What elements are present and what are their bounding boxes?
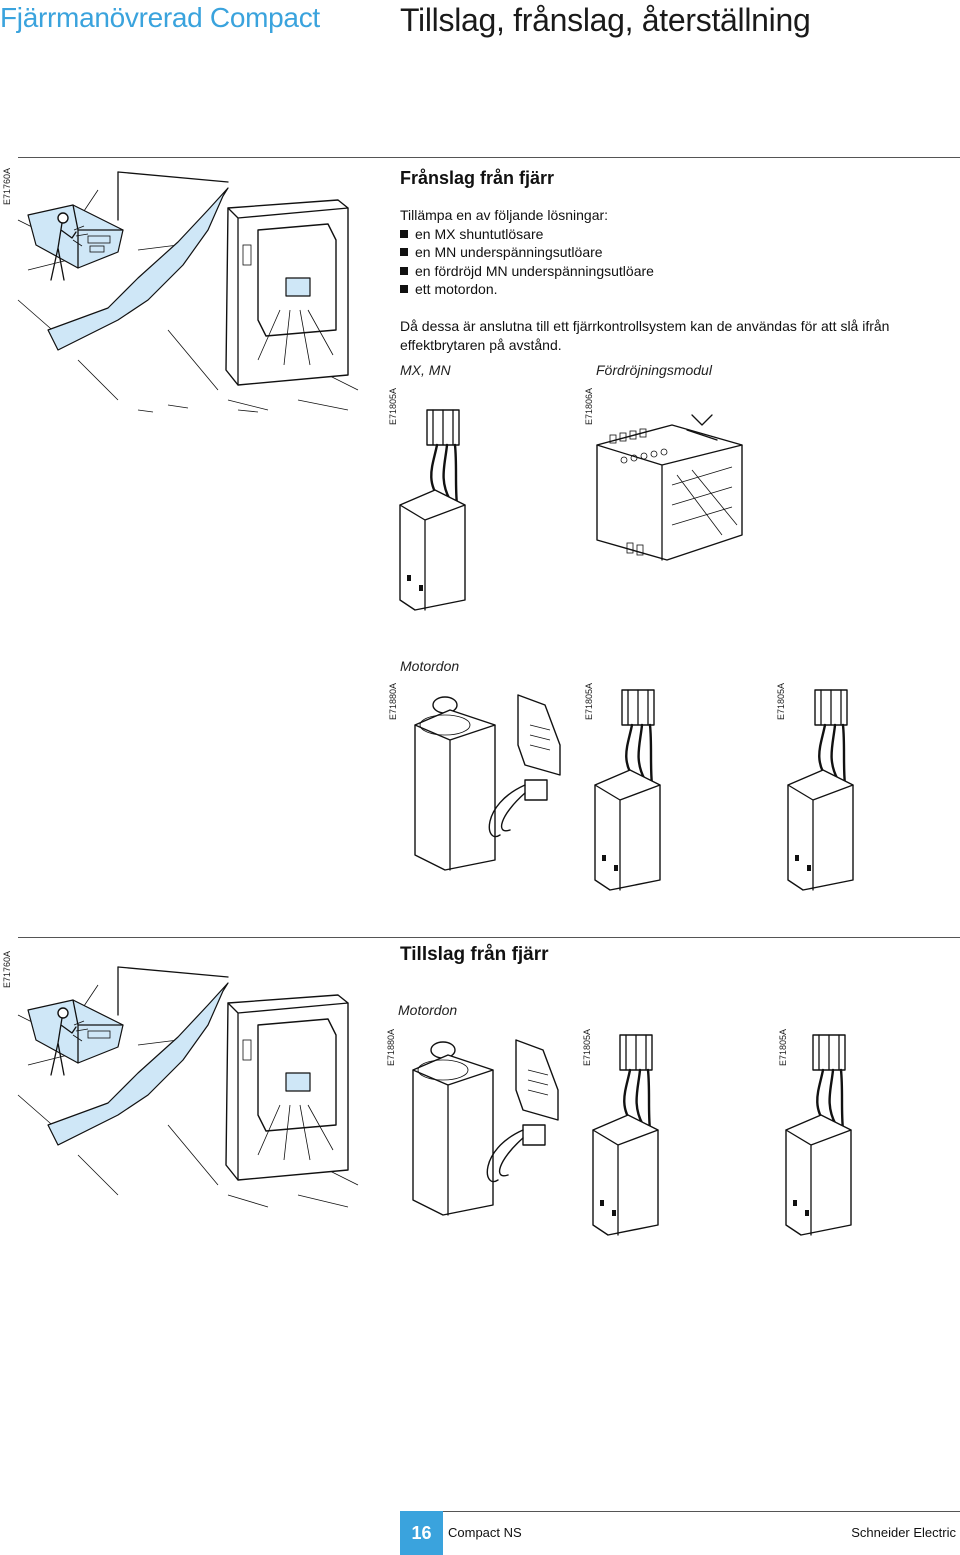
page-number: 16: [400, 1511, 443, 1555]
delay-module-drawing: [596, 414, 743, 561]
mx-mn-release-drawing: [399, 409, 466, 611]
section-divider-top: [18, 157, 960, 158]
remote-off-option-list: en MX shuntutlösare en MN underspännings…: [400, 225, 920, 299]
figure-code-motor: E71880A: [388, 682, 398, 720]
footer-rule: [400, 1511, 960, 1512]
figure-code-operator-2: E71760A: [2, 950, 12, 988]
release-drawing-b: [785, 1034, 852, 1236]
caption-mx-mn: MX, MN: [400, 362, 451, 378]
release-drawing-a: [592, 1034, 659, 1236]
section-divider-middle: [18, 937, 960, 938]
section-title-remote-on: Tillslag från fjärr: [400, 944, 549, 965]
mn-release-drawing-2: [787, 689, 854, 891]
page-title: Tillslag, frånslag, återställning: [400, 2, 811, 38]
option-mx-shunt: en MX shuntutlösare: [400, 225, 920, 244]
delay-module-terminals: [609, 428, 668, 464]
figure-code-motor-2: E71880A: [386, 1028, 396, 1066]
option-mn-undervoltage: en MN underspänningsutlöare: [400, 243, 920, 262]
breaker-cabinet: [225, 199, 349, 386]
series-title: Fjärrmanövrerad Compact: [0, 2, 320, 33]
header-series-band: [0, 0, 380, 48]
caption-motor: Motordon: [400, 658, 460, 674]
remote-off-paragraph: Då dessa är anslutna till ett fjärrkontr…: [400, 318, 890, 353]
option-delayed-mn: en fördröjd MN underspänningsutlöare: [400, 262, 920, 281]
mx-release-drawing-2: [594, 689, 661, 891]
breaker-cabinet-2: [225, 994, 349, 1181]
operator-figure-2: [50, 1007, 89, 1076]
footer-brand: Schneider Electric: [851, 1525, 956, 1540]
option-motor: ett motordon.: [400, 280, 920, 299]
remote-off-options-block: Tillämpa en av följande lösningar: en MX…: [400, 206, 920, 299]
operator-figure: [50, 212, 89, 281]
caption-motor-2: Motordon: [398, 1002, 458, 1018]
motor-mechanism-drawing-2: [412, 1039, 559, 1216]
control-room-scene-2: [17, 966, 359, 1208]
section-title-remote-off: Frånslag från fjärr: [400, 168, 555, 188]
remote-operation-illustration-2: [17, 966, 359, 1208]
footer-product: Compact NS: [448, 1525, 522, 1540]
remote-off-intro: Tillämpa en av följande lösningar:: [400, 207, 609, 223]
caption-delay-module: Fördröjningsmodul: [596, 362, 712, 378]
figure-code-operator-1: E71760A: [2, 167, 12, 205]
motor-mechanism-drawing-1: [414, 694, 561, 871]
control-room-scene: [17, 171, 359, 413]
remote-operation-illustration-1: [17, 171, 359, 413]
